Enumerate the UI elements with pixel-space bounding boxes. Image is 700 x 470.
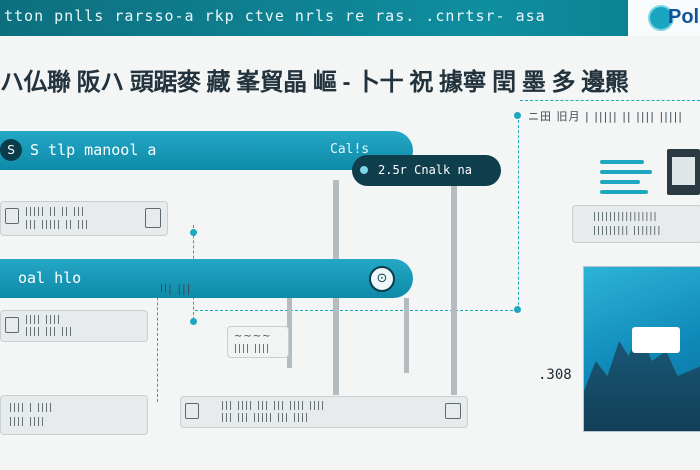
- brand-logo[interactable]: Pol: [628, 0, 700, 36]
- node-dot: [514, 112, 521, 119]
- card-line: ||||| || || |||: [25, 207, 85, 217]
- info-card: |||| |||| |||| ||| |||: [0, 310, 148, 342]
- lock-icon: [145, 208, 161, 228]
- pillar: [451, 180, 457, 395]
- top-banner: tton pnlls rarsso-a rkp ctve nrls re ras…: [0, 0, 700, 36]
- connector-top: [520, 100, 700, 101]
- document-icon: [185, 403, 199, 419]
- image-tile: [632, 327, 680, 353]
- card-line: ||||||||||||||||: [593, 212, 658, 222]
- section-bar-2-label: oal hlo: [18, 269, 82, 287]
- card-line: |||| ||| |||: [25, 327, 74, 337]
- callout-bubble[interactable]: 2.5r Cnalk na: [352, 155, 501, 186]
- card-line: ||| |||| ||| ||| |||| ||||: [221, 401, 325, 411]
- section-bar-1-label: S tlp manool a: [30, 141, 157, 159]
- banner-url-text: tton pnlls rarsso-a rkp ctve nrls re ras…: [4, 7, 546, 25]
- top-right-labels: ニ田 旧月 | ||||| || |||| |||||: [528, 110, 683, 123]
- bubble-dot-icon: [360, 166, 368, 174]
- pillar: [404, 298, 409, 373]
- info-card: |||| | |||| |||| ||||: [0, 395, 148, 435]
- node-dot: [514, 306, 521, 313]
- document-icon: [5, 208, 19, 224]
- section-icon: S: [0, 139, 22, 161]
- mid-small-label: ll| |||: [160, 282, 192, 295]
- mini-card: ~~~~ |||| ||||: [227, 326, 289, 358]
- target-icon[interactable]: ⊙: [369, 266, 395, 292]
- card-line: |||| ||||: [9, 417, 46, 427]
- page-headline: ハ仏聯 阪ハ 頭踞麥 藏 峯貿晶 嶇 - 卜十 祝 據寧 閏 墨 多 邊羆: [0, 69, 629, 96]
- stripes-icon: [600, 158, 660, 194]
- box-icon: [445, 403, 461, 419]
- document-icon: [5, 317, 19, 333]
- connector-left: [157, 282, 158, 402]
- info-card: ||||| || || ||| ||| ||||| || |||: [0, 201, 168, 236]
- card-line: ||| ||| ||||| ||| ||||: [221, 413, 310, 423]
- pillar: [287, 298, 292, 368]
- info-card: ||| |||| ||| ||| |||| |||| ||| ||| |||||…: [180, 396, 468, 428]
- stat-value: .308: [538, 367, 572, 383]
- section-bar-1[interactable]: S S tlp manool a Cal!s: [0, 131, 413, 170]
- card-line: |||| | ||||: [9, 403, 54, 413]
- document-preview-icon: [667, 149, 700, 195]
- city-image: [583, 266, 700, 432]
- card-line: |||| ||||: [25, 315, 62, 325]
- brand-text: Pol: [668, 6, 700, 28]
- node-dot: [190, 229, 197, 236]
- card-line: ||||||||| |||||||: [593, 226, 662, 236]
- card-line: |||| ||||: [234, 344, 271, 354]
- card-line: ~~~~: [234, 331, 272, 342]
- section-bar-1-right-label: Cal!s: [330, 142, 370, 157]
- info-card: |||||||||||||||| ||||||||| |||||||: [572, 205, 700, 243]
- node-dot: [190, 318, 197, 325]
- card-line: ||| ||||| || |||: [25, 220, 90, 230]
- connector-horizontal: [195, 310, 518, 311]
- brand-mark-icon: [648, 5, 674, 31]
- section-bar-2[interactable]: oal hlo ⊙: [0, 259, 413, 298]
- connector-right: [518, 115, 519, 310]
- bubble-label: 2.5r Cnalk na: [378, 163, 472, 177]
